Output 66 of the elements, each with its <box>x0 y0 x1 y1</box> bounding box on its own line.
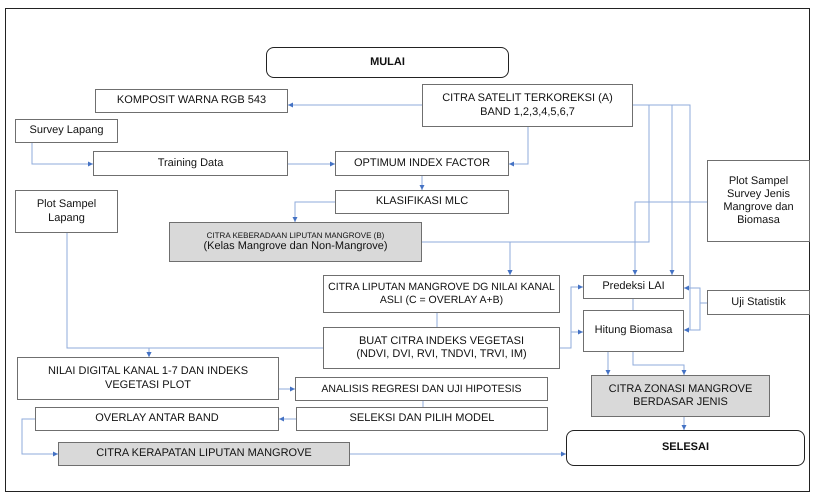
box-text: SELESAI <box>662 441 710 455</box>
process-box <box>15 119 118 143</box>
process-box <box>323 327 560 369</box>
box-text: SELEKSI DAN PILIH MODEL <box>350 412 494 426</box>
connector-arrow <box>292 202 336 222</box>
connector-arrow <box>632 352 686 376</box>
terminal-box <box>266 47 509 78</box>
connector-arrow <box>606 352 610 376</box>
process-box <box>95 89 288 113</box>
box-text: Training Data <box>158 156 224 170</box>
connector-arrow <box>684 302 708 332</box>
box-text: CITRA KERAPATAN LIPUTAN MANGROVE <box>96 447 312 461</box>
process-box <box>15 190 118 233</box>
connector-arrow <box>32 142 94 166</box>
process-box <box>707 160 810 242</box>
connector-arrow <box>632 104 690 332</box>
box-text: Predeksi LAI <box>602 280 665 294</box>
box-text: Plot Sampel Lapang <box>36 198 98 225</box>
box-text: ANALISIS REGRESI DAN UJI HIPOTESIS <box>321 382 522 396</box>
box-text: NILAI DIGITAL KANAL 1-7 DAN INDEKS VEGETASI PLOT <box>46 365 250 392</box>
box-text: BAND 1,2,3,4,5,6,7 <box>480 106 575 119</box>
connector-arrow <box>682 416 686 430</box>
connector-arrow <box>288 102 422 108</box>
box-text: CITRA ZONASI MANGROVE BERDASAR JENIS <box>608 382 754 410</box>
connector-arrow <box>278 386 296 392</box>
connector-arrow <box>350 452 566 456</box>
process-box <box>93 151 288 176</box>
connector-arrow <box>22 418 58 456</box>
output-box <box>58 442 350 466</box>
box-text: CITRA KEBERADAAN LIPUTAN MANGROVE (B) <box>206 230 384 240</box>
box-text: (NDVI, DVI, RVI, TNDVI, TRVI, IM) <box>356 348 527 362</box>
connector-arrow <box>278 416 296 422</box>
process-box <box>296 407 548 431</box>
output-box <box>591 375 770 417</box>
process-box <box>707 290 810 315</box>
box-text: OVERLAY ANTAR BAND <box>95 412 219 426</box>
box-text: Uji Statistik <box>731 296 786 310</box>
connector-arrow <box>508 126 528 166</box>
process-box <box>335 190 509 214</box>
terminal-box <box>566 430 805 466</box>
box-text: OPTIMUM INDEX FACTOR <box>354 156 490 170</box>
box-text: KOMPOSIT WARNA RGB 543 <box>116 94 266 108</box>
connector-arrow <box>632 202 708 276</box>
process-box <box>335 151 509 176</box>
connector-arrow <box>146 348 324 358</box>
box-text: (Kelas Mangrove dan Non-Mangrove) <box>203 240 388 254</box>
box-text: BUAT CITRA INDEKS VEGETASI <box>358 334 524 348</box>
box-text: Survey Lapang <box>30 124 104 138</box>
connector-arrow <box>288 162 336 166</box>
process-box <box>583 275 684 299</box>
output-box <box>169 222 422 262</box>
box-text: Hitung Biomasa <box>594 324 672 338</box>
box-text: Plot Sampel Survey Jenis Mangrove dan Biomasa <box>722 174 795 228</box>
box-text: MULAI <box>370 56 405 70</box>
process-box <box>17 357 279 400</box>
process-box <box>323 275 560 313</box>
process-box <box>35 407 279 431</box>
box-text: CITRA SATELIT TERKOREKSI (A) <box>442 92 613 106</box>
box-text: CITRA LIPUTAN MANGROVE DG NILAI KANAL ASLI (C = OVERLAY A+B) <box>328 281 555 307</box>
process-box <box>583 310 684 352</box>
box-text: KLASIFIKASI MLC <box>376 195 468 209</box>
process-box <box>422 84 633 127</box>
connector-arrow <box>560 330 584 348</box>
process-box <box>295 377 548 401</box>
connector-arrow <box>422 242 512 276</box>
connector-arrow <box>420 176 424 190</box>
